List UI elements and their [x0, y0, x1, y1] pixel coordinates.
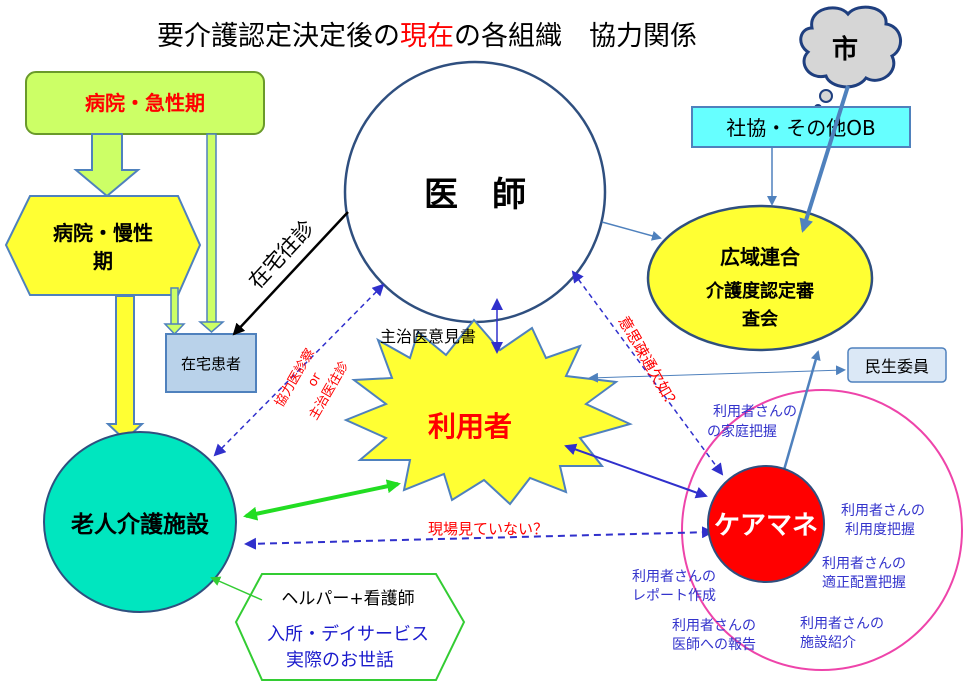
- shakyo-label: 社協・その他OB: [726, 116, 875, 140]
- chronic-to-nursing-arrow: [105, 295, 145, 442]
- city-cloud: 市: [799, 5, 902, 112]
- hospital-chronic-label-1: 病院・慢性: [53, 221, 153, 245]
- not-seeing-label: 現場見ていない？: [428, 520, 548, 538]
- hospital-acute-box: 病院・急性期: [25, 71, 265, 135]
- regional-union-ellipse: 広域連合 介護度認定審 査会: [646, 204, 874, 352]
- title-highlight: 現在: [400, 21, 454, 52]
- city-to-regional-arrow: [799, 85, 850, 233]
- care-manager-label: ケアマネ: [714, 511, 818, 541]
- user-care-arrow: [564, 443, 708, 499]
- user-star: 利用者: [343, 318, 633, 506]
- nursing-care-dashed-arrow: [244, 526, 714, 550]
- usage-grasp-label-1: 利用者さんの: [841, 503, 925, 519]
- user-label: 利用者: [428, 410, 512, 443]
- acute-to-chronic-arrow: [73, 133, 141, 198]
- helper-hexagon: ヘルパー+看護師 入所・デイサービス 実際のお世話: [234, 573, 466, 681]
- communication-label: 意思疎通欠如？: [615, 313, 683, 413]
- svg-text:or: or: [305, 370, 325, 390]
- hospital-chronic-label-2: 期: [93, 249, 113, 273]
- hospital-chronic-hexagon: 病院・慢性 期: [4, 195, 202, 296]
- nursing-home-circle: 老人介護施設: [43, 431, 237, 613]
- volunteer-label: 民生委員: [865, 357, 929, 376]
- hospital-acute-label: 病院・急性期: [85, 91, 205, 115]
- doctor-label: 医 師: [424, 175, 526, 215]
- usage-grasp-label-2: 利用度把握: [845, 522, 915, 538]
- family-grasp-label-2: の家庭把握: [707, 423, 777, 440]
- home-patient-label: 在宅患者: [181, 355, 241, 373]
- helper-to-nursing-arrow: [210, 576, 263, 601]
- placement-label-2: 適正配置把握: [822, 574, 906, 591]
- helper-label-2: 入所・デイサービス: [267, 624, 429, 645]
- facility-intro-label-2: 施設紹介: [800, 635, 856, 651]
- home-patient-box: 在宅患者: [165, 333, 257, 393]
- doctor-report-label-1: 利用者さんの: [672, 618, 756, 634]
- nursing-doctor-dashed-arrow: [213, 283, 385, 457]
- report-label-2: レポート作成: [632, 588, 716, 604]
- doctor-report-label-2: 医師への報告: [672, 637, 756, 653]
- doctor-circle: 医 師: [343, 60, 607, 324]
- report-label-1: 利用者さんの: [632, 569, 716, 585]
- regional-label-2: 介護度認定審: [705, 280, 815, 302]
- care-to-regional-arrow: [782, 350, 821, 471]
- helper-label-3: 実際のお世話: [286, 650, 394, 671]
- placement-label-1: 利用者さんの: [822, 556, 906, 572]
- doctor-care-dashed-arrow: [571, 270, 724, 476]
- helper-label-1: ヘルパー+看護師: [281, 589, 414, 609]
- user-volunteer-arrow: [588, 365, 846, 383]
- city-label: 市: [832, 34, 858, 65]
- opinion-doc-label: 主治医意見書: [380, 327, 476, 346]
- shakyo-box: 社協・その他OB: [691, 106, 911, 148]
- regional-label-3: 査会: [742, 308, 778, 330]
- facility-intro-label-1: 利用者さんの: [800, 616, 884, 632]
- regional-label-1: 広域連合: [720, 245, 801, 269]
- care-manager-circle: ケアマネ: [707, 465, 825, 583]
- nursing-user-arrow: [243, 479, 401, 521]
- nursing-home-label: 老人介護施設: [70, 511, 210, 538]
- doctor-to-regional-arrow: [601, 221, 662, 241]
- volunteer-box: 民生委員: [847, 347, 947, 383]
- cooperation-label: 協力医診察 or 主治医往診: [272, 346, 353, 423]
- svg-text:主治医往診: 主治医往診: [306, 358, 352, 422]
- family-grasp-label-1: 利用者さんの: [713, 404, 797, 420]
- diagram-title: 要介護認定決定後の現在の各組織 協力関係: [157, 21, 697, 52]
